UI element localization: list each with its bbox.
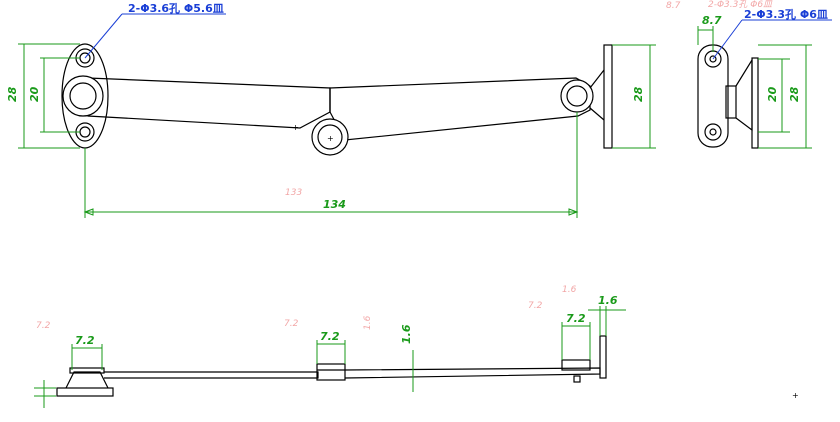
right-pivot-outer <box>560 79 594 113</box>
front-left-cap <box>69 367 105 374</box>
faint-top-right-a: 8.7 <box>666 1 681 11</box>
side-base-plate <box>697 44 729 148</box>
faint-top-right-b: 2-Φ3.3孔 Φ6皿 <box>708 0 773 10</box>
arm-right <box>329 77 591 141</box>
front-arm-left <box>104 371 319 379</box>
dim-front-washer-right: 7.2 <box>566 312 586 325</box>
side-hole-bottom <box>704 123 722 141</box>
faint-right-b: 1.6 <box>562 285 577 295</box>
corner-mark: + <box>792 391 799 400</box>
front-right-pivot <box>561 359 591 371</box>
dim-side-inner-spacing: 20 <box>766 86 779 102</box>
side-mount-plate <box>751 57 759 149</box>
arm-left <box>87 77 331 129</box>
side-bracket <box>735 57 753 132</box>
front-mid-pivot <box>316 363 346 381</box>
faint-mid-vert: 1.6 <box>363 315 373 330</box>
side-center-block <box>725 85 737 119</box>
side-hole-bottom-inner <box>709 128 717 136</box>
right-mount-plate <box>603 44 613 149</box>
faint-mid: 7.2 <box>284 319 299 329</box>
dim-overall-length-faint: 133 <box>285 188 302 198</box>
front-view-dimensions: 7.2 7.2 1.6 7.2 1.6 7.2 7.2 1.6 7.2 1.6 … <box>34 285 799 408</box>
faint-right-a: 7.2 <box>528 301 543 311</box>
dim-side-hole-offset: 8.7 <box>702 14 722 27</box>
dim-right-plate-height: 28 <box>632 86 645 102</box>
dim-front-thickness-right: 1.6 <box>598 294 618 307</box>
front-right-pin <box>573 375 581 383</box>
note-right-holes: 2-Φ3.3孔 Φ6皿 <box>744 8 828 21</box>
side-hole-top-inner <box>709 55 717 63</box>
note-left-holes: 2-Φ3.6孔 Φ5.6皿 <box>128 2 224 15</box>
dim-front-thickness-mid: 1.6 <box>400 324 413 344</box>
right-mount-bracket <box>589 69 605 89</box>
front-right-plate <box>599 335 607 379</box>
middle-pivot-outer <box>311 118 349 156</box>
right-pivot-inner <box>566 85 588 107</box>
front-base-plate <box>56 387 114 397</box>
front-view <box>56 335 607 397</box>
top-view-dimensions: 28 20 28 134 133 2-Φ3.6孔 Φ5.6皿 <box>6 2 656 218</box>
arm-center-mark: + <box>292 123 299 132</box>
dim-overall-length: 134 <box>323 198 346 211</box>
dim-left-outer-height: 28 <box>6 86 19 102</box>
right-mount-bracket-2 <box>589 107 605 121</box>
top-view: + + <box>61 43 613 156</box>
front-left-washer <box>65 371 109 389</box>
side-view-dimensions: 8.7 20 28 2-Φ3.3孔 Φ6皿 8.7 2-Φ3.3孔 Φ6皿 <box>666 0 832 149</box>
dim-left-inner-spacing: 20 <box>28 86 41 102</box>
faint-left: 7.2 <box>36 321 51 331</box>
side-view <box>697 44 759 149</box>
dim-front-washer-mid: 7.2 <box>320 330 340 343</box>
dim-front-washer-left: 7.2 <box>75 334 95 347</box>
left-mount-hole-bottom-inner <box>79 126 91 138</box>
left-pivot-inner <box>69 82 97 110</box>
dim-side-outer-height: 28 <box>788 86 801 102</box>
left-pivot-outer <box>62 75 104 117</box>
middle-pivot-center-mark: + <box>327 134 334 143</box>
middle-pivot-inner <box>317 124 343 150</box>
